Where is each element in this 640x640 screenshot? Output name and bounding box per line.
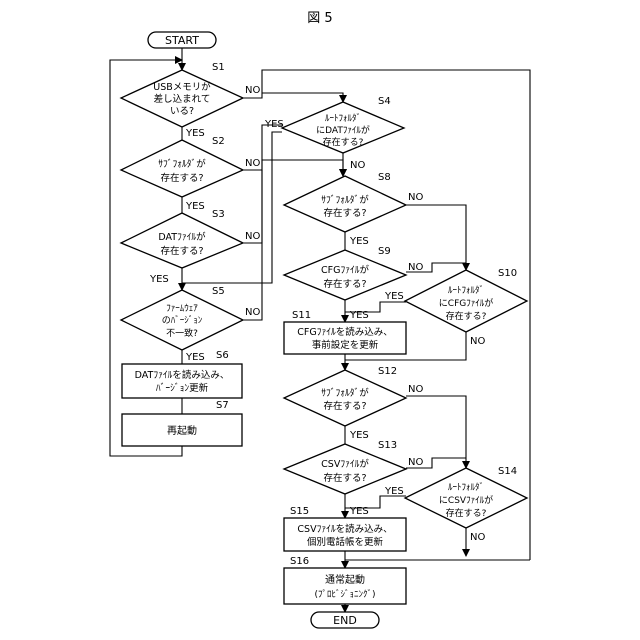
s7-line1: 再起動 bbox=[167, 424, 197, 437]
s14-yes-label: YES bbox=[384, 486, 404, 497]
s2-line2: 存在する? bbox=[160, 172, 203, 184]
s4-line1: ﾙｰﾄﾌｫﾙﾀﾞ bbox=[325, 113, 361, 124]
s10-yes-label: YES bbox=[384, 291, 404, 302]
s12-no-label: NO bbox=[408, 384, 423, 395]
s13-id: S13 bbox=[378, 440, 397, 451]
s10-line3: 存在する? bbox=[446, 310, 487, 322]
s12-line1: ｻﾌﾞﾌｫﾙﾀﾞが bbox=[321, 387, 369, 399]
s12-id: S12 bbox=[378, 366, 397, 377]
s16-line1: 通常起動 bbox=[325, 573, 365, 586]
s13-line2: 存在する? bbox=[323, 472, 366, 484]
s15-id: S15 bbox=[290, 506, 309, 517]
s3-line1: DATﾌｧｲﾙが bbox=[158, 231, 206, 243]
s5-line3: 不一致? bbox=[166, 327, 198, 339]
s15-line2: 個別電話帳を更新 bbox=[307, 536, 384, 548]
s1-line2: 差し込まれて bbox=[154, 93, 211, 105]
s1-id: S1 bbox=[212, 62, 225, 73]
s5-line1: ﾌｧｰﾑｳｪｱ bbox=[166, 303, 198, 314]
connector-s8-no bbox=[406, 205, 466, 270]
s4-line2: にDATﾌｧｲﾙが bbox=[316, 124, 370, 136]
connector-bus-s4 bbox=[262, 93, 343, 102]
s13-no-label: NO bbox=[408, 457, 423, 468]
s4-yes-label: YES bbox=[264, 119, 284, 130]
s6-id: S6 bbox=[216, 350, 229, 361]
s11-line2: 事前設定を更新 bbox=[312, 339, 379, 351]
s1-line1: USBメモリが bbox=[153, 81, 211, 93]
s14-line3: 存在する? bbox=[446, 507, 487, 519]
s11-id: S11 bbox=[292, 310, 311, 321]
s9-no-label: NO bbox=[408, 262, 423, 273]
s10-line2: にCFGﾌｧｲﾙが bbox=[439, 297, 493, 309]
s13-line1: CSVﾌｧｲﾙが bbox=[321, 458, 369, 470]
s8-line1: ｻﾌﾞﾌｫﾙﾀﾞが bbox=[321, 194, 369, 206]
s4-line3: 存在する? bbox=[323, 136, 364, 148]
s16-id: S16 bbox=[290, 556, 309, 567]
s8-line2: 存在する? bbox=[323, 207, 366, 219]
end-label: END bbox=[333, 614, 357, 627]
s5-id: S5 bbox=[212, 286, 225, 297]
s10-id: S10 bbox=[498, 268, 517, 279]
s9-yes-label: YES bbox=[349, 310, 369, 321]
s7-id: S7 bbox=[216, 400, 229, 411]
s12-line2: 存在する? bbox=[323, 400, 366, 412]
s2-id: S2 bbox=[212, 136, 225, 147]
s12-yes-label: YES bbox=[349, 430, 369, 441]
start-label: START bbox=[165, 34, 199, 47]
s3-id: S3 bbox=[212, 209, 225, 220]
s3-no-label: NO bbox=[245, 231, 260, 242]
s14-line2: にCSVﾌｧｲﾙが bbox=[439, 494, 493, 506]
s5-no-label: NO bbox=[245, 307, 260, 318]
s6-line1: DATﾌｧｲﾙを読み込み、 bbox=[135, 369, 230, 381]
s1-line3: いる? bbox=[170, 106, 194, 117]
s4-no-label: NO bbox=[350, 160, 365, 171]
s9-id: S9 bbox=[378, 246, 391, 257]
s13-yes-label: YES bbox=[349, 506, 369, 517]
s14-line1: ﾙｰﾄﾌｫﾙﾀﾞ bbox=[448, 482, 484, 493]
s9-line1: CFGﾌｧｲﾙが bbox=[321, 264, 369, 276]
s14-id: S14 bbox=[498, 466, 517, 477]
s1-yes-label: YES bbox=[185, 128, 205, 139]
s1-no-label: NO bbox=[245, 85, 260, 96]
s8-id: S8 bbox=[378, 172, 391, 183]
s10-line1: ﾙｰﾄﾌｫﾙﾀﾞ bbox=[448, 285, 484, 296]
s15-line1: CSVﾌｧｲﾙを読み込み、 bbox=[297, 523, 392, 535]
s14-no-label: NO bbox=[470, 532, 485, 543]
s2-line1: ｻﾌﾞﾌｫﾙﾀﾞが bbox=[158, 158, 206, 170]
s5-line2: のﾊﾞｰｼﾞｮﾝ bbox=[162, 315, 203, 326]
s2-yes-label: YES bbox=[185, 201, 205, 212]
s16-line2: (ﾌﾟﾛﾋﾞｼﾞｮﾆﾝｸﾞ) bbox=[314, 589, 375, 600]
s5-yes-label: YES bbox=[185, 352, 205, 363]
s8-yes-label: YES bbox=[349, 236, 369, 247]
s8-no-label: NO bbox=[408, 192, 423, 203]
s11-line1: CFGﾌｧｲﾙを読み込み、 bbox=[297, 326, 392, 338]
figure-title: 図 5 bbox=[307, 11, 332, 26]
s4-id: S4 bbox=[378, 96, 391, 107]
s3-yes-label: YES bbox=[149, 274, 169, 285]
s10-no-label: NO bbox=[470, 336, 485, 347]
s2-no-label: NO bbox=[245, 158, 260, 169]
s6-line2: ﾊﾞｰｼﾞｮﾝ更新 bbox=[156, 382, 209, 394]
s9-line2: 存在する? bbox=[323, 278, 366, 290]
s3-line2: 存在する? bbox=[160, 245, 203, 257]
